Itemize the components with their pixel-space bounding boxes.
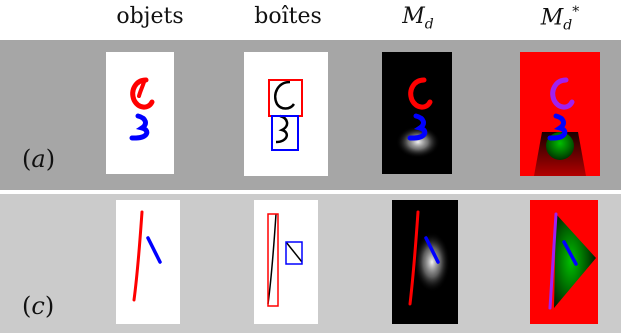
row-a-objets-image <box>106 52 174 174</box>
row-a-mdstar-image <box>520 52 600 176</box>
header-md: Md <box>348 4 488 32</box>
black-stroke <box>275 82 294 109</box>
header-md-base: M <box>402 4 425 29</box>
black-stroke <box>276 116 287 142</box>
row-c-mdstar-image <box>530 200 598 324</box>
row-a-label: (a) <box>22 145 55 173</box>
header-mdstar-sub: d <box>563 18 572 34</box>
header-mdstar-base: M <box>541 5 564 30</box>
header-md-star: Md* <box>490 4 621 34</box>
header-objets: objets <box>80 4 220 29</box>
row-a-boites-image <box>244 52 328 176</box>
header-mdstar-sup: * <box>572 4 579 20</box>
row-a-md-image <box>382 52 452 174</box>
row-c-label: (c) <box>22 292 54 320</box>
header-boites: boîtes <box>218 4 358 29</box>
row-c-boites-image <box>254 200 318 324</box>
blue-stroke <box>132 116 147 138</box>
header-md-sub: d <box>425 16 434 32</box>
row-c-objets-image <box>116 200 180 324</box>
row-c-md-image <box>392 200 458 324</box>
